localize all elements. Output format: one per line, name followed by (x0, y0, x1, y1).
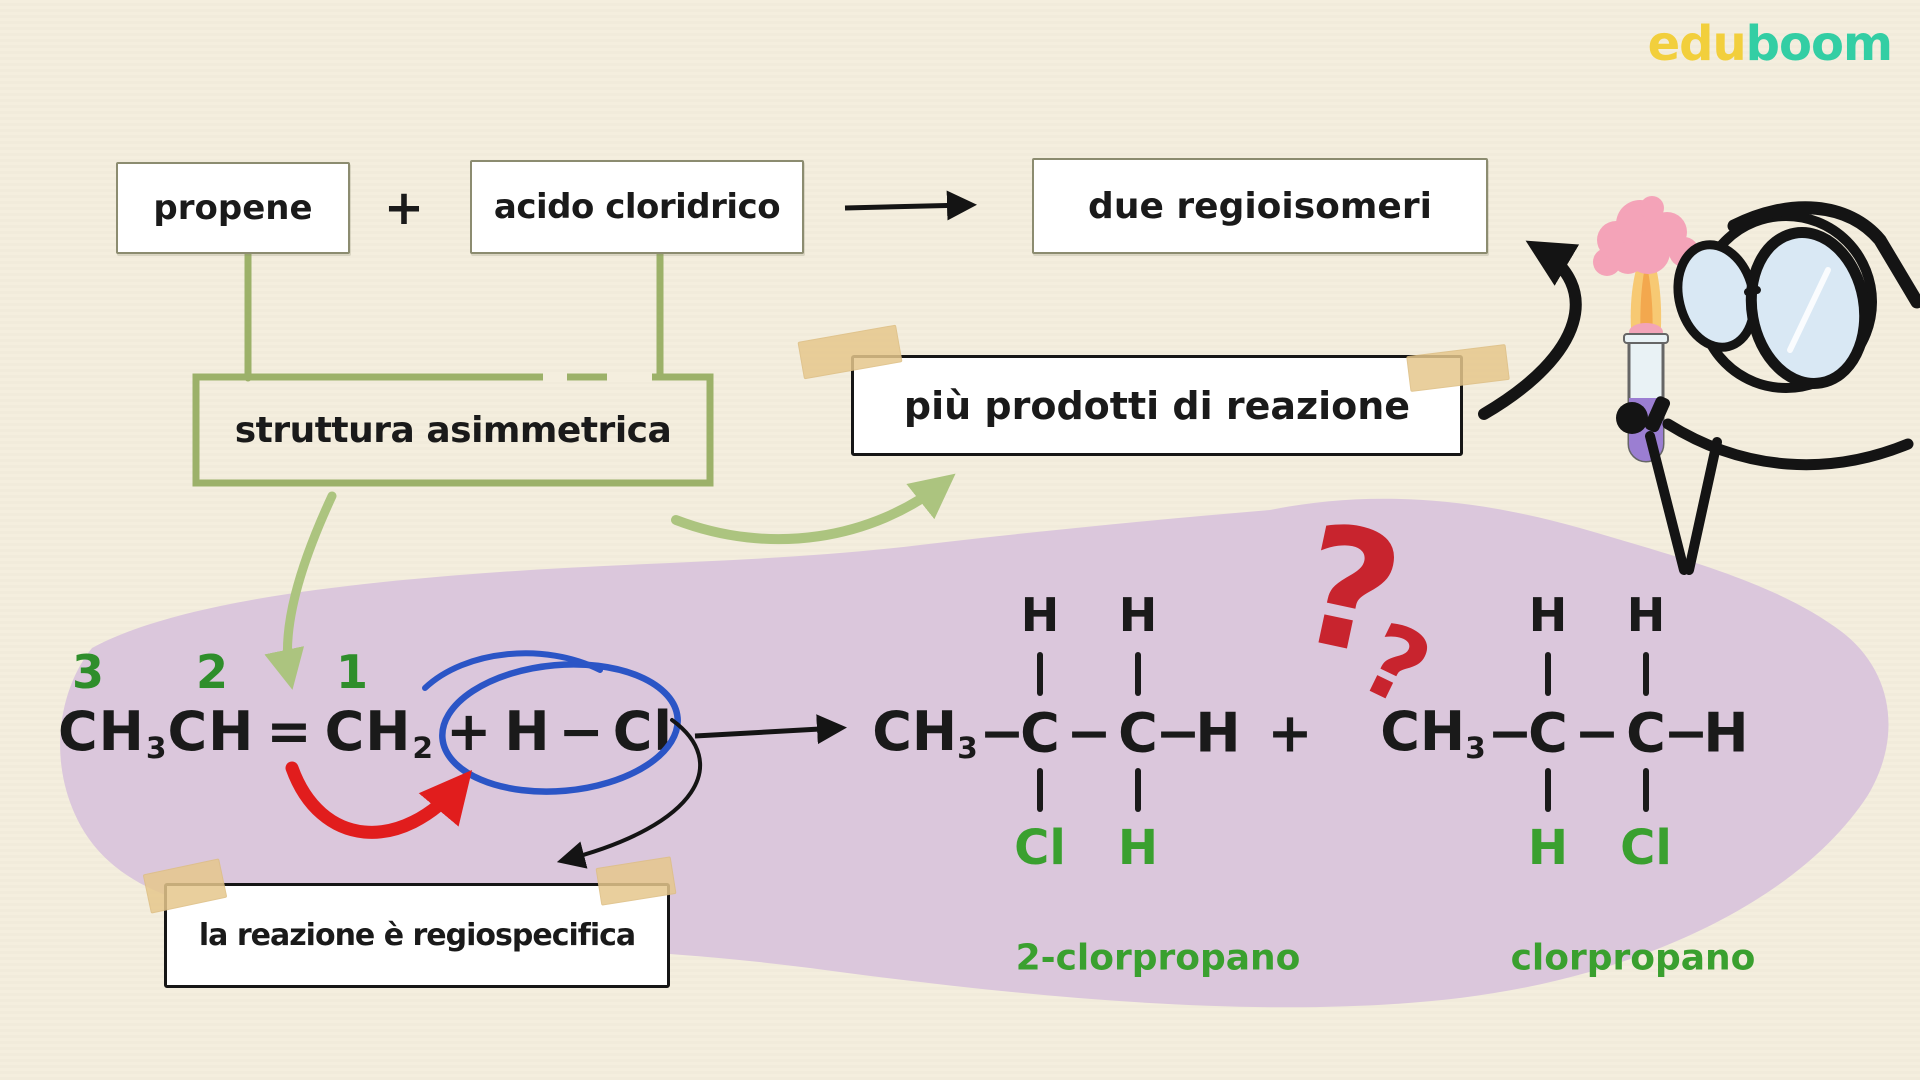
arm-line (1662, 418, 1914, 471)
atom-h-top1: H (1528, 588, 1568, 642)
structure-clorpropano: H H CH3 − C − C − H H Cl (1358, 580, 1838, 900)
eq-h: H (504, 700, 551, 763)
box-propene: propene (116, 162, 350, 254)
green-arrow-down (264, 491, 337, 690)
atom-h-end: H (1195, 701, 1241, 765)
bond-vertical (1135, 652, 1141, 696)
atom-h-bottom: H (1117, 820, 1159, 876)
bond-vertical (1643, 768, 1649, 812)
box-acido-label: acido cloridrico (493, 187, 781, 227)
bond-vertical (1643, 652, 1649, 696)
label-2-clorpropano: 2-clorpropano (1015, 937, 1301, 979)
atom-cl-bottom: Cl (1620, 820, 1672, 876)
lens-shine (1787, 267, 1831, 353)
logo-edu: edu (1647, 16, 1747, 72)
logo-boom: boom (1745, 16, 1893, 72)
atom-h-end: H (1703, 701, 1749, 765)
eq-ch2: CH (324, 700, 412, 763)
atom-c2: C (1118, 701, 1158, 765)
bond-h3: − (1663, 701, 1709, 765)
eq-sub2: 2 (412, 731, 435, 767)
bond-vertical (1545, 768, 1551, 812)
leg-left (1645, 431, 1689, 575)
hand-dot (1616, 402, 1648, 434)
atom-h-bottom: H (1527, 820, 1569, 876)
eq-ch3: CH (58, 700, 145, 763)
plus-sign-top: + (383, 180, 425, 236)
purple-blob (60, 498, 1889, 1008)
atom-h-top2: H (1626, 588, 1666, 642)
tube-rim (1623, 333, 1669, 344)
test-tube-illustration (1593, 196, 1699, 463)
bond-vertical (1037, 652, 1043, 696)
pink-cloud (1593, 196, 1699, 276)
box-piu-prodotti: più prodotti di reazione (851, 355, 1463, 456)
eq-hcl-bond: − (558, 700, 605, 763)
glasses-temple (1727, 201, 1920, 309)
piu-prodotti-label: più prodotti di reazione (903, 383, 1411, 428)
hand-clamp (1644, 396, 1671, 433)
green-arrow-right (671, 473, 956, 545)
character-illustration (1645, 201, 1920, 575)
bond-h3: − (1155, 701, 1201, 765)
top-reaction-arrow (844, 190, 977, 221)
eq-sub3: 3 (145, 731, 168, 767)
bond-h2: − (1066, 701, 1112, 765)
glasses-bridge (1744, 286, 1761, 296)
bond-vertical (1037, 768, 1043, 812)
bond-vertical (1545, 652, 1551, 696)
reaction-equation: CH3CH=CH2+H−Cl (58, 700, 673, 766)
note-struttura-asimmetrica: struttura asimmetrica (196, 377, 710, 483)
green-connector-lines (192, 248, 714, 487)
eq-double-bond: = (266, 700, 313, 763)
eq-plus: + (446, 700, 493, 763)
bond-h1: − (1487, 701, 1533, 765)
eq-cl: Cl (612, 700, 673, 763)
atom-c1: C (1020, 701, 1060, 765)
leg-right (1684, 437, 1722, 575)
bond-vertical (1135, 768, 1141, 812)
atom-h-top1: H (1020, 588, 1060, 642)
eduboom-logo: eduboom (1647, 16, 1893, 72)
atom-h-top2: H (1118, 588, 1158, 642)
group-ch3: CH3 (1380, 699, 1486, 767)
box-due-regioisomeri: due regioisomeri (1032, 158, 1488, 254)
atom-c1: C (1528, 701, 1568, 765)
struttura-label: struttura asimmetrica (234, 409, 672, 451)
box-regioisomeri-label: due regioisomeri (1088, 185, 1432, 227)
atom-c2: C (1626, 701, 1666, 765)
label-clorpropano: clorpropano (1510, 937, 1756, 979)
box-propene-label: propene (153, 188, 313, 228)
carbon-number-1: 1 (335, 645, 369, 699)
carbon-number-2: 2 (195, 645, 229, 699)
structure-2-clorpropano: H H CH3 − C − C − H Cl H (850, 580, 1330, 900)
bond-h2: − (1574, 701, 1620, 765)
eq-ch: CH (167, 700, 255, 763)
bond-h1: − (979, 701, 1025, 765)
box-regiospecifica: la reazione è regiospecifica (164, 883, 670, 988)
products-plus-sign: + (1267, 701, 1313, 765)
atom-cl-bottom: Cl (1014, 820, 1066, 876)
regiospecifica-label: la reazione è regiospecifica (198, 918, 636, 953)
group-ch3: CH3 (872, 699, 978, 767)
carbon-number-3: 3 (71, 645, 105, 699)
black-curved-arrow (1478, 240, 1582, 420)
box-acido-cloridrico: acido cloridrico (470, 160, 804, 254)
